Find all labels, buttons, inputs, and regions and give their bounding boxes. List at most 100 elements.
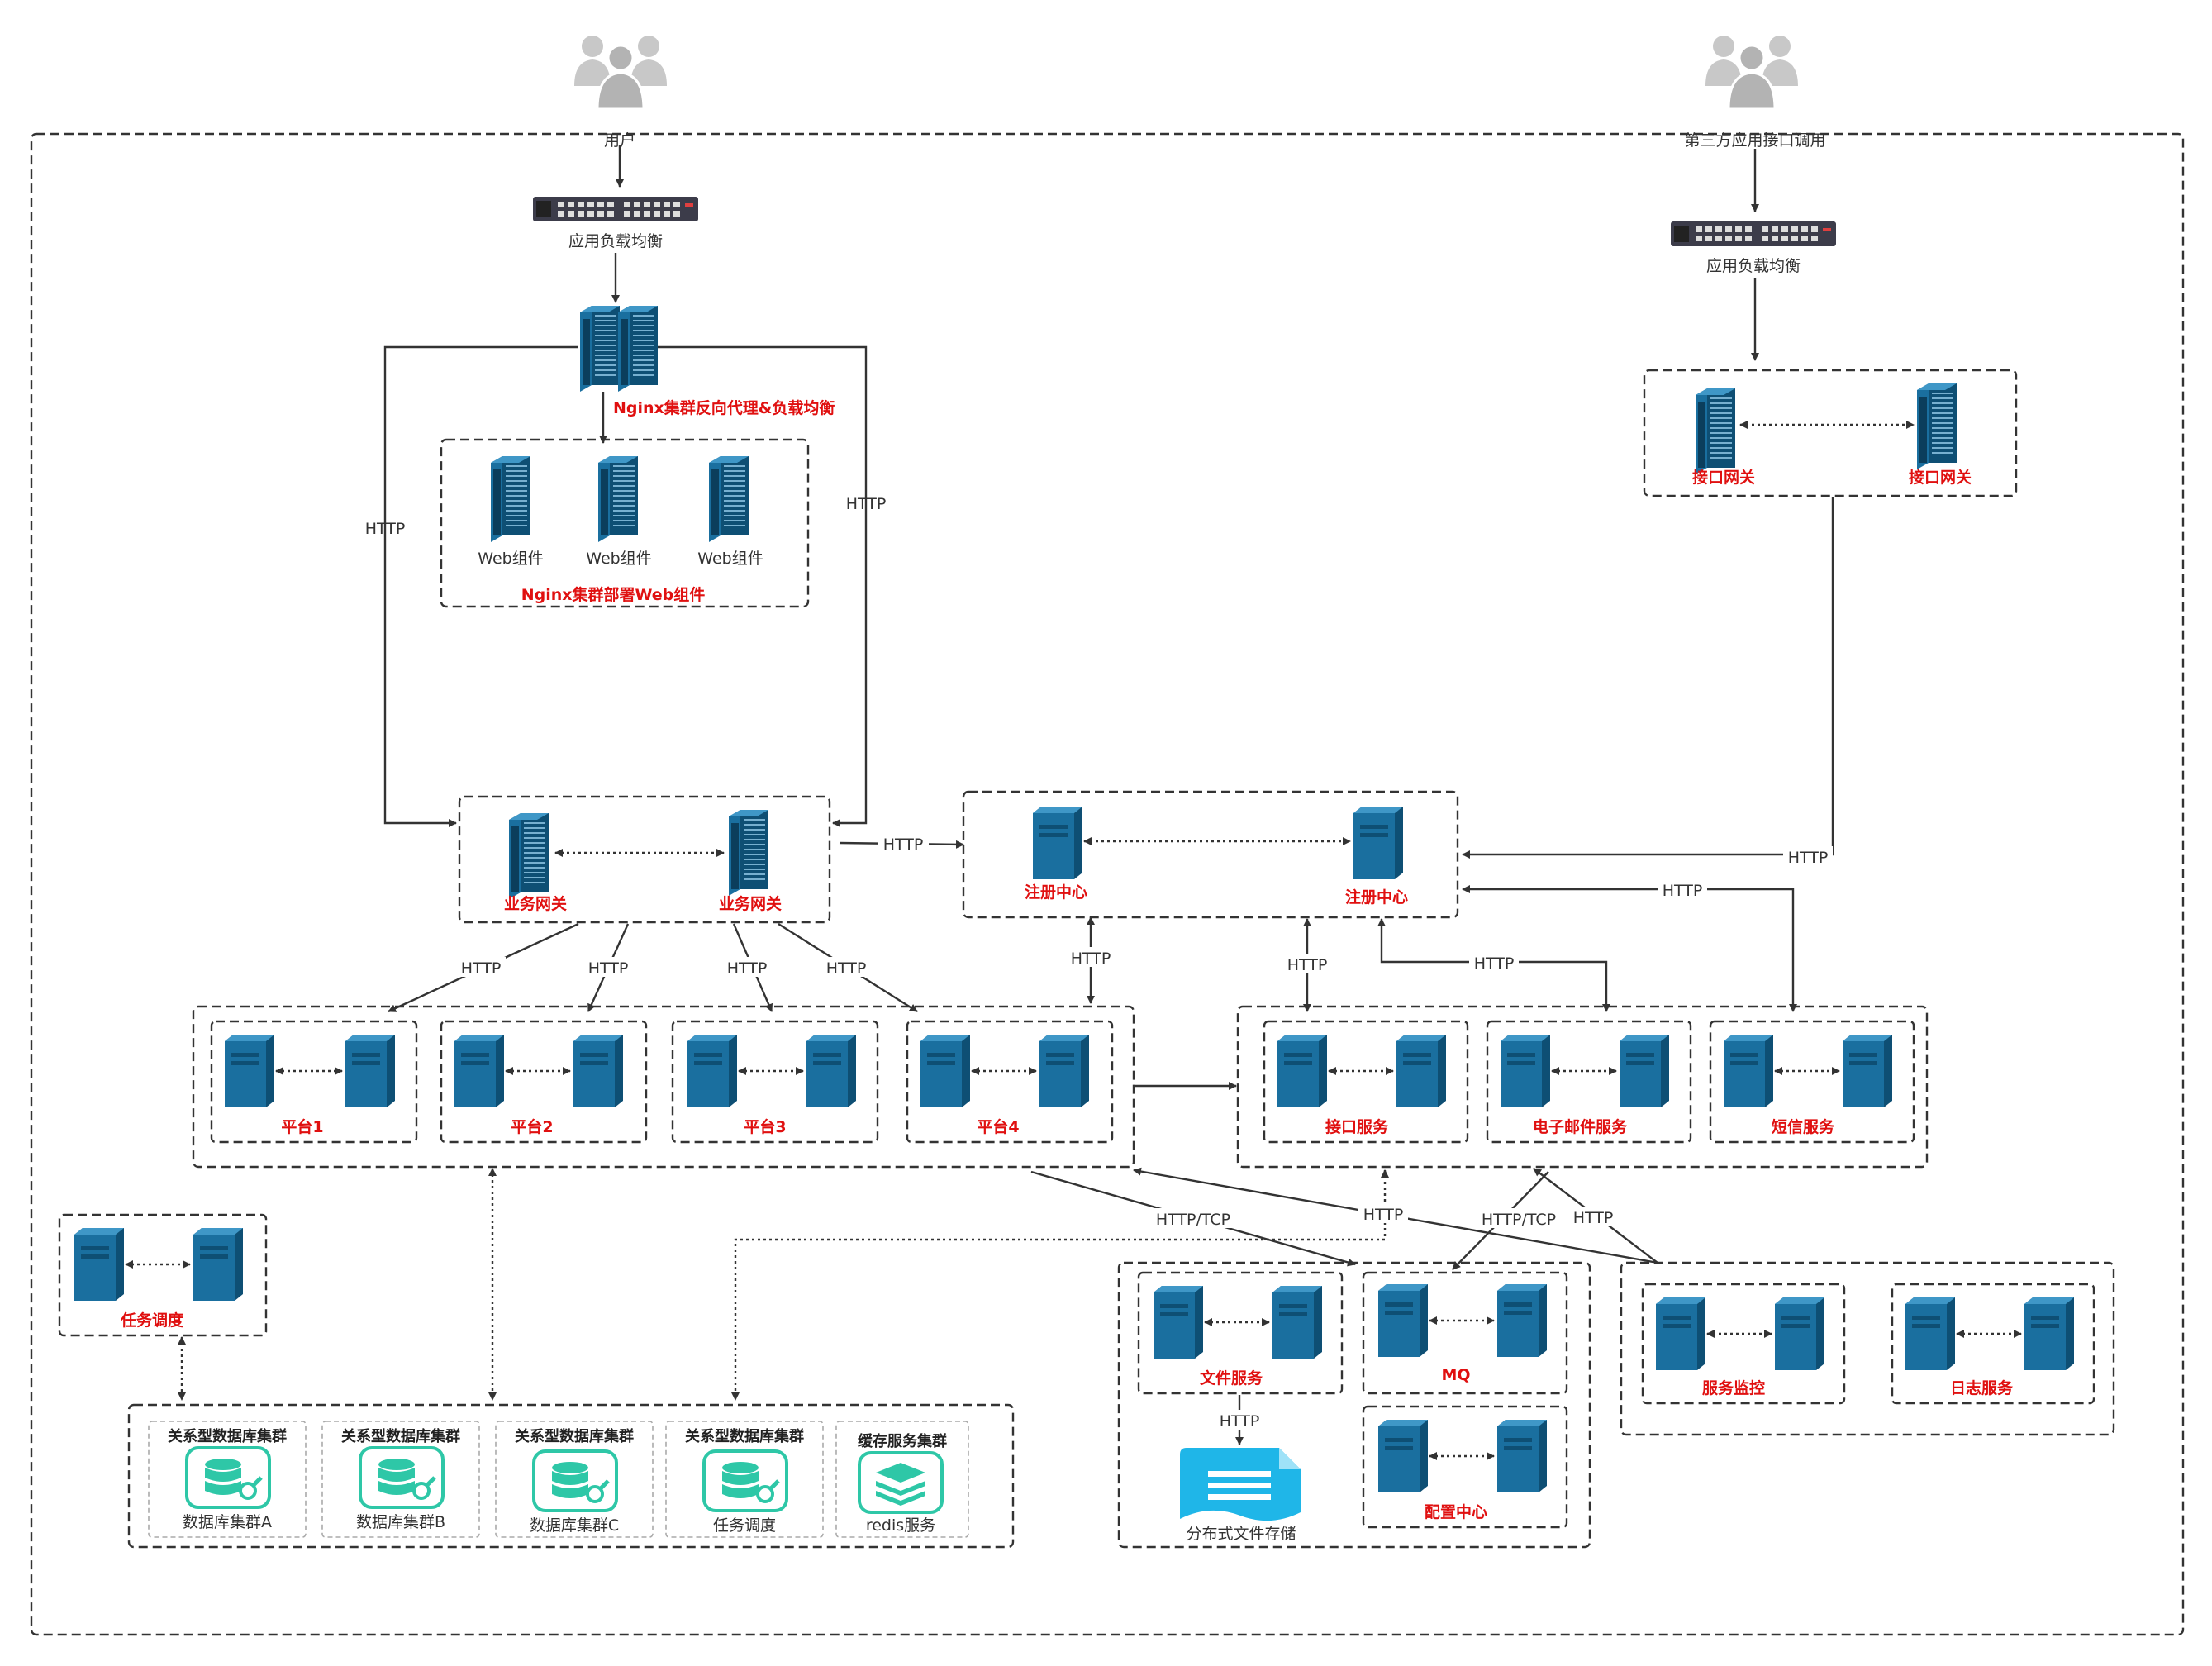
label-gw-biz-2: 业务网关 [719,894,782,913]
label-user: 用户 [604,131,635,150]
registry-server-icon [1033,807,1082,879]
label-db-title-a: 关系型数据库集群 [168,1427,287,1445]
edge-http-reg-services: HTTP [1287,956,1328,974]
registry-server-icon [1353,807,1403,879]
edge-http-tcp-2: HTTP/TCP [1482,1211,1556,1229]
edge-http-api-reg: HTTP [1788,849,1829,867]
label-platform2: 平台2 [511,1117,553,1136]
label-db-title-b: 关系型数据库集群 [341,1427,460,1445]
label-cache-title: 缓存服务集群 [858,1432,947,1450]
log-service-node: 日志服务 [1891,1283,2095,1405]
edge-http-p1: HTTP [461,959,502,978]
label-lb-right: 应用负载均衡 [1706,257,1801,275]
db-cluster-b: 关系型数据库集群 数据库集群B [321,1421,480,1538]
load-balancer-right-icon [1671,221,1836,246]
ops-group-box [1620,1261,2115,1436]
label-redis: redis服务 [866,1516,935,1535]
platforms-group-box [192,1005,1135,1169]
interface-service-node: 接口服务 [1263,1020,1469,1144]
registry-box [962,790,1459,919]
label-nginx-web: Nginx集群部署Web组件 [521,585,706,604]
email-service-node: 电子邮件服务 [1486,1020,1692,1144]
services-group-box [1236,1005,1929,1169]
edge-http-monitor-2: HTTP [1573,1209,1614,1227]
platform2-node: 平台2 [440,1020,648,1144]
label-db-d: 任务调度 [713,1516,776,1535]
cache-icon [858,1451,944,1514]
database-icon [704,1451,787,1511]
load-balancer-left-icon [533,197,698,221]
label-svc-file: 文件服务 [1200,1368,1263,1388]
label-web3: Web组件 [697,550,763,568]
label-task-schedule: 任务调度 [120,1311,184,1330]
edge-http-gw-reg: HTTP [883,835,924,854]
label-web2: Web组件 [586,550,651,568]
label-db-title-d: 关系型数据库集群 [685,1427,804,1445]
database-icon [187,1448,269,1507]
platform4-node: 平台4 [906,1020,1114,1144]
middleware-group-box [1117,1261,1591,1549]
task-schedule-node: 任务调度 [58,1213,268,1337]
label-db-title-c: 关系型数据库集群 [515,1427,634,1445]
web-server-icon [708,455,749,543]
label-platform3: 平台3 [744,1117,786,1136]
sms-service-node: 短信服务 [1709,1020,1915,1144]
config-center-node: 配置中心 [1362,1405,1568,1529]
edge-http-reg-platforms: HTTP [1071,950,1111,968]
nginx-web-cluster-box [440,438,810,608]
db-cluster-c: 关系型数据库集群 数据库集群C [495,1421,654,1538]
label-lb-left: 应用负载均衡 [568,232,663,250]
nginx-proxy-server-icon [579,305,621,393]
database-icon [360,1448,443,1507]
label-web1: Web组件 [478,550,543,568]
edge-http-p3: HTTP [727,959,768,978]
nginx-proxy-server-icon [617,305,659,393]
edge-http-monitor-1: HTTP [1363,1206,1404,1224]
label-db-a: 数据库集群A [183,1513,272,1531]
label-gw-api-1: 接口网关 [1692,468,1755,487]
label-svc-config: 配置中心 [1425,1502,1487,1521]
edge-http-left: HTTP [365,520,406,538]
mq-node: MQ [1362,1271,1568,1395]
business-gateway-server-icon [508,812,549,900]
label-db-b: 数据库集群B [356,1513,445,1531]
platform3-node: 平台3 [671,1020,879,1144]
label-svc-log: 日志服务 [1950,1378,2014,1397]
platform1-node: 平台1 [210,1020,418,1144]
db-cluster-d: 关系型数据库集群 任务调度 [665,1421,824,1538]
business-gateway-server-icon [728,809,769,897]
database-icon [534,1451,616,1511]
label-svc-sms: 短信服务 [1772,1117,1835,1136]
label-nginx-proxy: Nginx集群反向代理&负载均衡 [613,398,835,417]
third-party-icon [1704,34,1800,111]
label-db-c: 数据库集群C [530,1516,619,1535]
label-platform4: 平台4 [977,1117,1019,1136]
web-server-icon [597,455,639,543]
edge-http-p2: HTTP [588,959,629,978]
label-reg-1: 注册中心 [1025,883,1087,902]
label-svc-interface: 接口服务 [1325,1117,1389,1136]
api-gateway-server-icon [1695,388,1736,475]
file-service-node: 文件服务 [1137,1271,1344,1395]
database-group-box [127,1403,1015,1549]
label-svc-monitor: 服务监控 [1702,1378,1765,1397]
edge-http-right: HTTP [846,495,887,513]
edge-http-reg-email: HTTP [1474,954,1515,973]
edge-http-file-dfs: HTTP [1220,1412,1260,1430]
label-svc-email: 电子邮件服务 [1533,1117,1628,1136]
label-svc-mq: MQ [1441,1366,1470,1384]
label-third-party: 第三方应用接口调用 [1684,131,1825,150]
label-dfs: 分布式文件存储 [1186,1525,1296,1543]
edge-http-p4: HTTP [826,959,867,978]
label-reg-2: 注册中心 [1345,888,1408,907]
cache-cluster: 缓存服务集群 redis服务 [835,1421,969,1538]
label-gw-api-2: 接口网关 [1909,468,1972,487]
label-gw-biz-1: 业务网关 [504,894,567,913]
monitor-service-node: 服务监控 [1641,1283,1846,1405]
edge-http-reg-sms: HTTP [1663,882,1703,900]
api-gateway-box [1643,369,2018,497]
user-icon [573,34,668,111]
outer-boundary [30,132,2185,1636]
business-gateway-box [458,795,831,924]
